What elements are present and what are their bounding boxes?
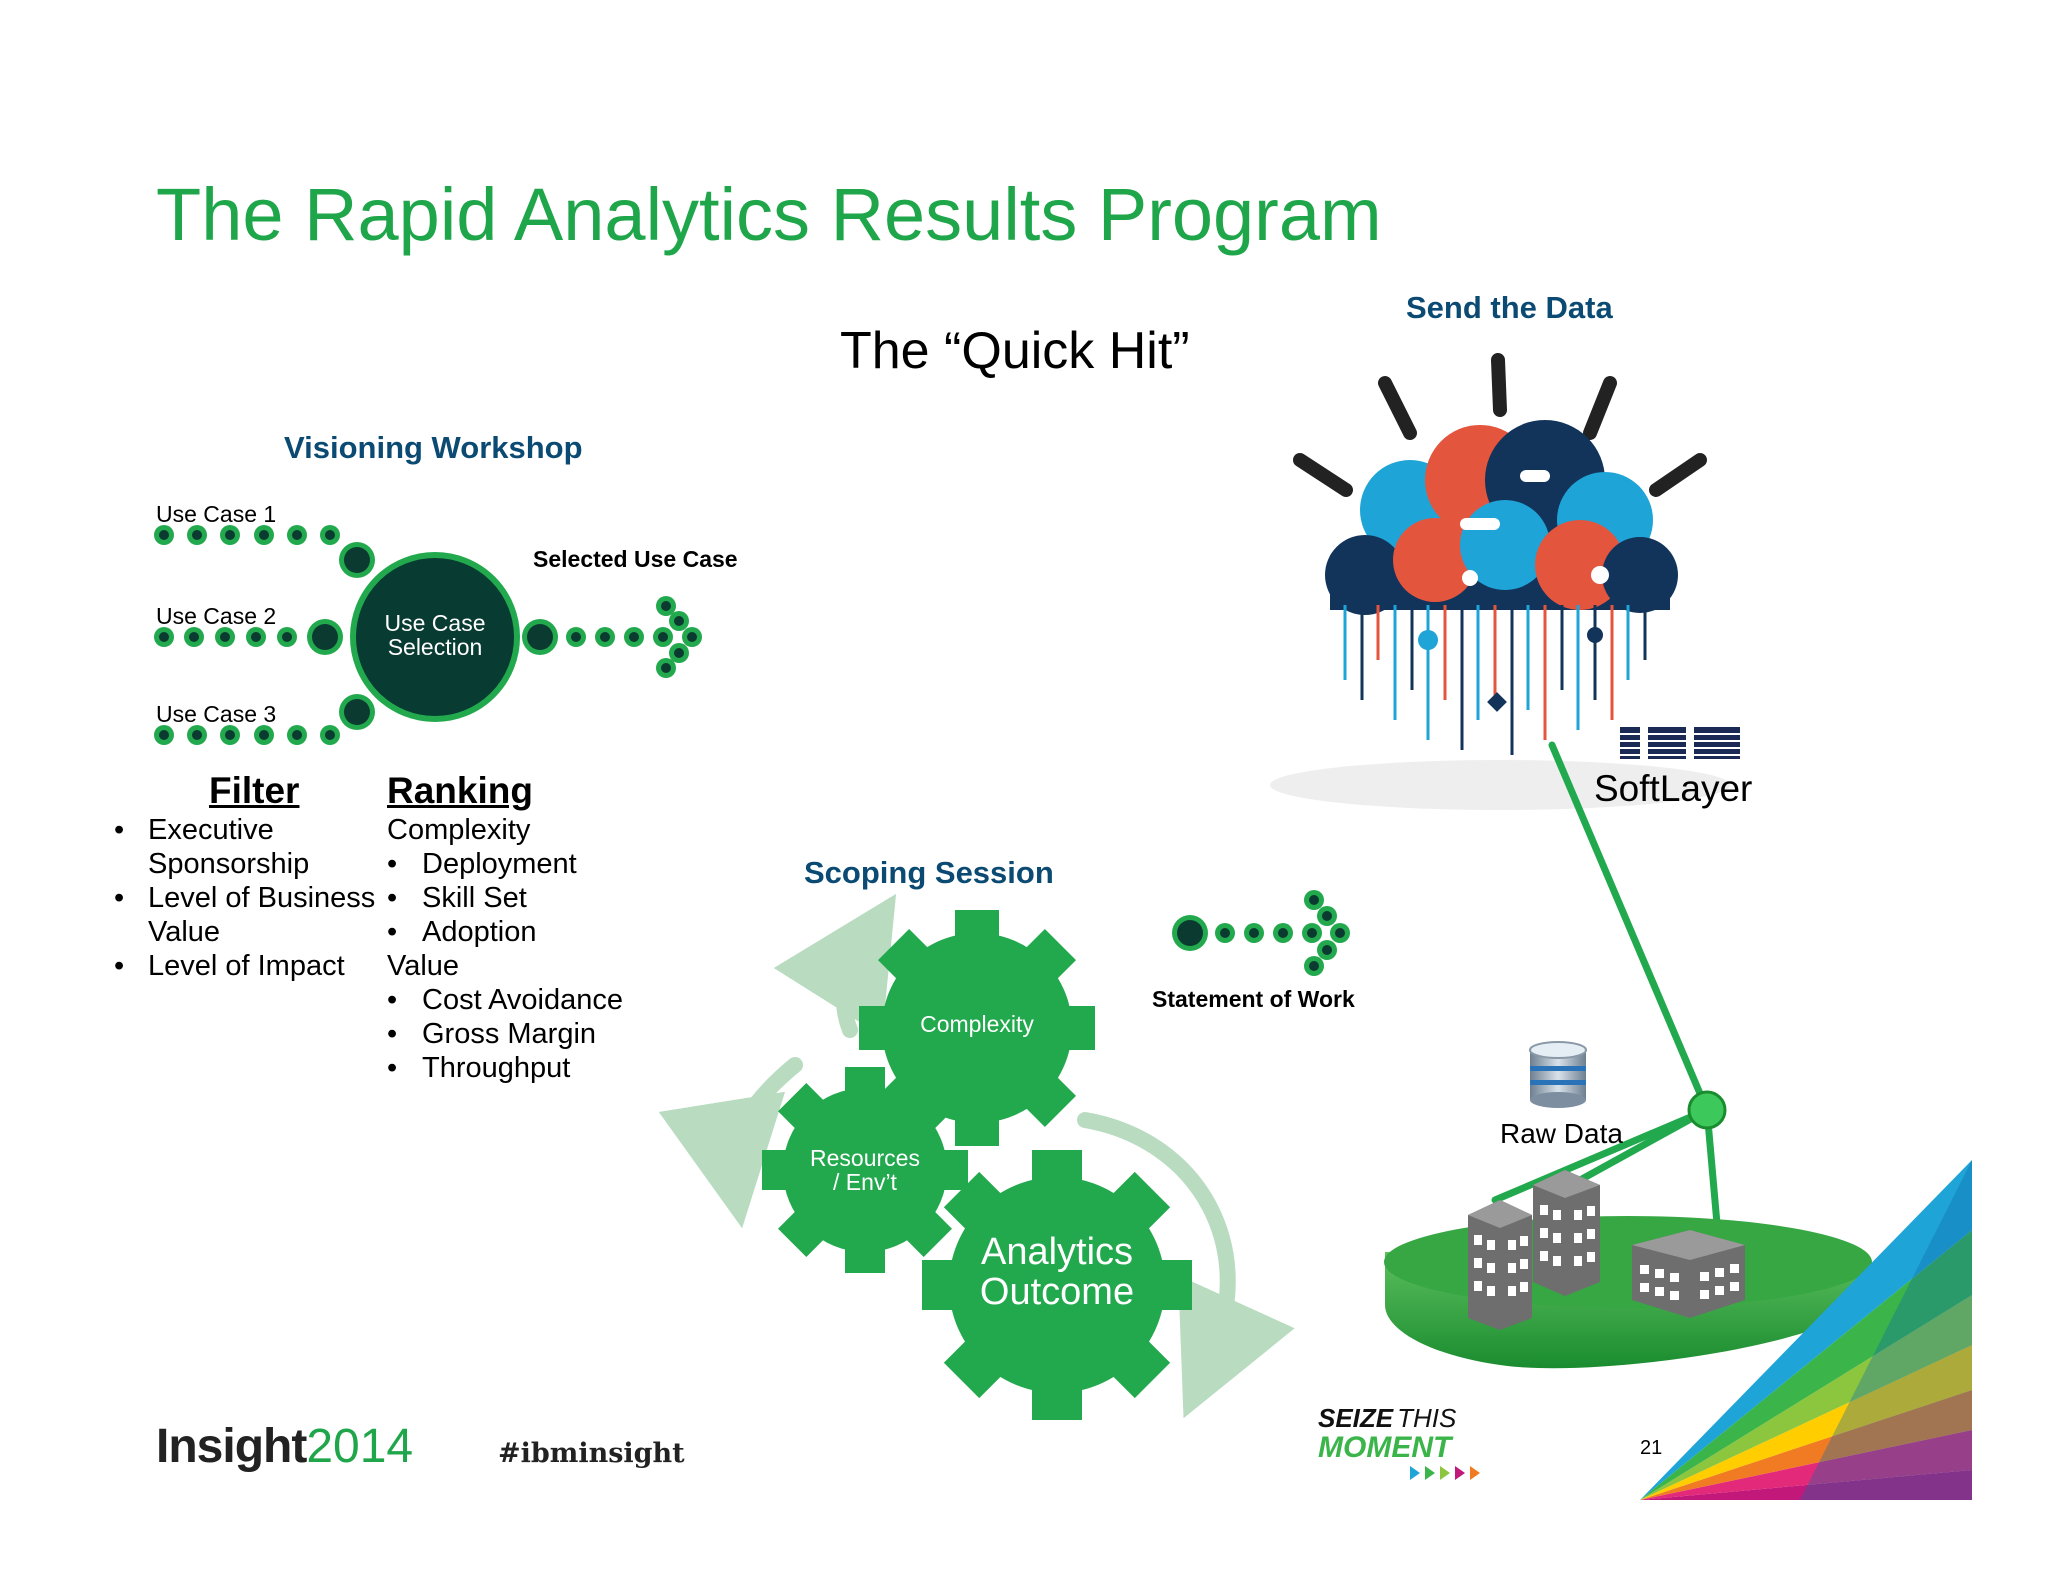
use-case-2-dots: [154, 619, 343, 655]
send-the-data-heading: Send the Data: [1406, 290, 1613, 325]
gear-resources: [762, 1067, 968, 1273]
list-item: •Adoption: [387, 916, 537, 948]
list-item: •Level of Business: [114, 882, 376, 914]
list-item: •Level of Impact: [114, 950, 345, 982]
seize-arrows-icon: [1410, 1466, 1480, 1480]
gear-resources-line2: / Env’t: [833, 1169, 897, 1196]
selected-use-case-label: Selected Use Case: [533, 546, 738, 572]
gear-outcome-label: Analytics Outcome: [947, 1231, 1167, 1313]
network-lines: [1491, 741, 1722, 1239]
list-item: Value: [148, 916, 221, 948]
database-icon: [1529, 1041, 1587, 1108]
this-word: THIS: [1397, 1403, 1457, 1433]
gear-resources-line1: Resources: [810, 1145, 920, 1171]
building-icon: [1533, 1170, 1600, 1296]
selected-use-case-arrow-icon: [522, 596, 702, 678]
insight-logo: Insight2014: [156, 1423, 413, 1471]
list-item: Sponsorship: [148, 848, 310, 880]
statement-of-work-arrow-icon: [1172, 890, 1350, 976]
insight-year: 2014: [306, 1420, 414, 1473]
building-icon: [1468, 1200, 1532, 1330]
filter-heading: Filter: [209, 770, 300, 811]
filter-list: •Executive Sponsorship •Level of Busines…: [114, 813, 376, 983]
use-case-2-label: Use Case 2: [156, 603, 277, 629]
slide-subtitle: The “Quick Hit”: [840, 322, 1190, 380]
raw-data-label: Raw Data: [1500, 1118, 1623, 1149]
list-item: •Skill Set: [387, 882, 527, 914]
moment-word: MOMENT: [1318, 1431, 1452, 1464]
gear-analytics-outcome: [922, 1150, 1192, 1420]
building-icon: [1632, 1230, 1745, 1318]
list-item: •Executive: [114, 814, 274, 846]
softlayer-label: SoftLayer: [1594, 768, 1753, 809]
ranking-heading: Ranking: [387, 770, 533, 811]
use-case-selection-line2: Selection: [387, 634, 483, 661]
ranking-list: Complexity •Deployment •Skill Set •Adopt…: [387, 813, 623, 1085]
cycle-arrows: [658, 893, 1295, 1419]
insight-word: Insight: [156, 1420, 307, 1473]
visioning-workshop-heading: Visioning Workshop: [284, 430, 583, 465]
slide-title: The Rapid Analytics Results Program: [156, 173, 1382, 256]
list-item: •Deployment: [387, 848, 577, 880]
gear-complexity-label: Complexity: [920, 1011, 1034, 1037]
corner-rays-decoration: [1640, 1160, 1972, 1500]
list-item: •Cost Avoidance: [387, 984, 623, 1016]
use-case-1-label: Use Case 1: [156, 501, 277, 527]
use-case-selection-line1: Use Case: [384, 610, 486, 636]
seize-word: SEIZE: [1318, 1403, 1394, 1433]
gear-resources-label: Resources / Env’t: [785, 1146, 945, 1194]
use-case-1-dots: [154, 525, 375, 578]
use-case-selection-circle: [350, 552, 520, 722]
network-hub: [1687, 1090, 1727, 1130]
use-case-selection-label: Use Case Selection: [353, 611, 517, 659]
gear-outcome-line2: Outcome: [979, 1270, 1135, 1313]
list-item: Complexity: [387, 814, 531, 846]
statement-of-work-label: Statement of Work: [1152, 986, 1355, 1012]
use-case-3-dots: [154, 694, 375, 745]
list-item: •Throughput: [387, 1052, 571, 1084]
page-number: 21: [1640, 1437, 1663, 1459]
use-case-3-label: Use Case 3: [156, 701, 277, 727]
ibm-cloud-icon: [1270, 353, 1730, 810]
list-item: Value: [387, 950, 460, 982]
hashtag: #ibminsight: [498, 1438, 685, 1469]
ibm-logo-icon: [1616, 727, 1746, 759]
list-item: •Gross Margin: [387, 1018, 597, 1050]
gear-outcome-line1: Analytics: [980, 1231, 1134, 1273]
scoping-session-heading: Scoping Session: [804, 855, 1054, 890]
